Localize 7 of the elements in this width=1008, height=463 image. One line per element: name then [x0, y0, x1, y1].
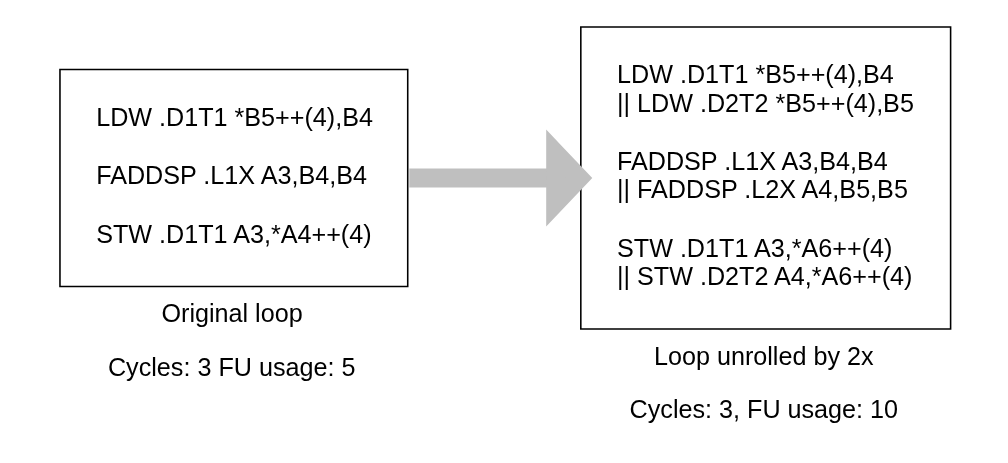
- node-label: Cycles: 3, FU usage: 10: [629, 395, 898, 424]
- node-label: Loop unrolled by 2x: [653, 341, 874, 370]
- node-box: LDW .D1T1 *B5++(4),B4 FADDSP .L1X A3,B4,B4 STW .D1T1 A3,*A4++(4): [58, 68, 408, 288]
- arrow: [408, 129, 592, 227]
- node-label: Original loop: [160, 299, 303, 328]
- node-label: Cycles: 3 FU usage: 5: [107, 352, 355, 381]
- node-box: LDW .D1T1 *B5++(4),B4 || LDW .D2T2 *B5++(4),B5 FADDSP .L1X A3,B4,B4 || FADDSP .L2X A4,B5,B5 STW .D1T1 A3,*A6++(4) || STW .D2T2 A4,*A6++(4): [579, 26, 951, 330]
